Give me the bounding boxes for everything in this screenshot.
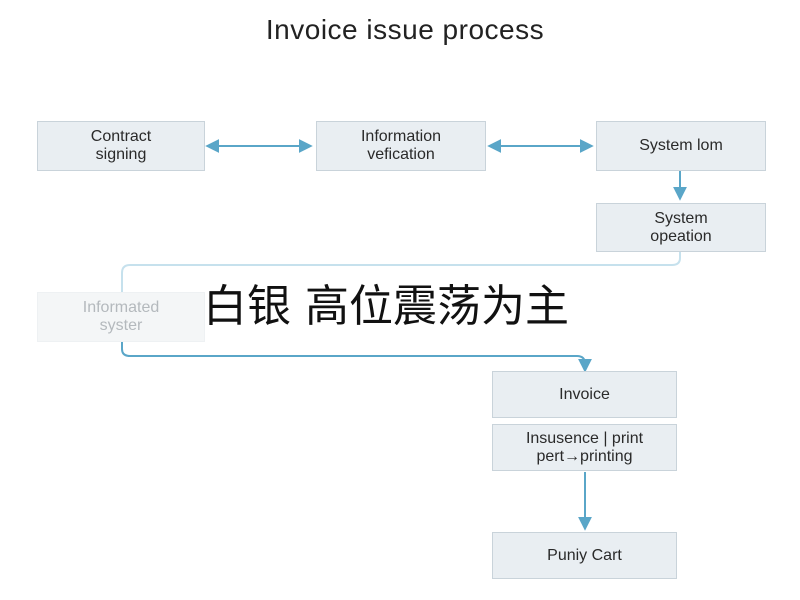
node-print-step: Insusence | print pert→printing [492,424,677,471]
overlay-caption: 白银 高位震荡为主 [203,281,569,332]
node-information-verification: Information vefication [316,121,486,171]
node-informated-system: Informated syster [37,292,205,342]
node-invoice: Invoice [492,371,677,418]
node-system-login: System lom [596,121,766,171]
node-system-operation: System opeation [596,203,766,252]
edge-informated-invoice [121,342,592,373]
node-cart: Puniy Cart [492,532,677,579]
edge-operation-informated [121,252,681,292]
node-contract-signing: Contract signing [37,121,205,171]
diagram-title: Invoice issue process [265,14,545,45]
